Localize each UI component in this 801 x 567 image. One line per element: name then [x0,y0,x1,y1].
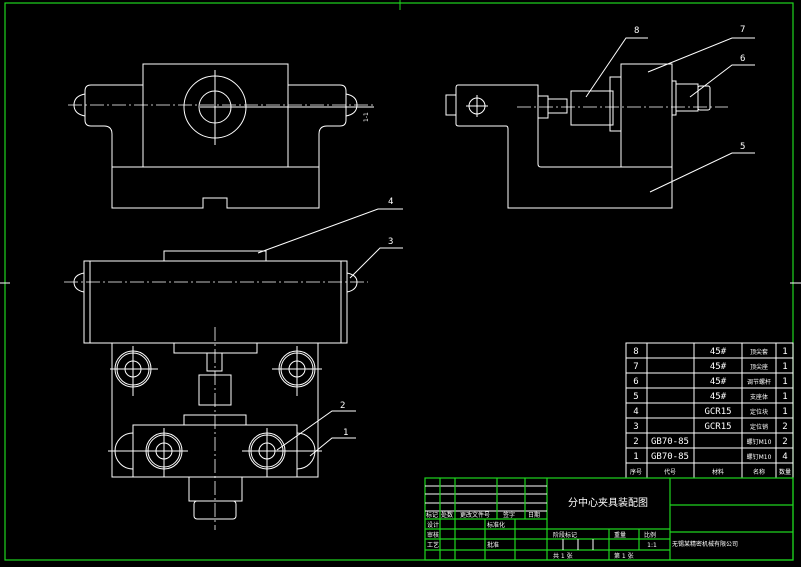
drawing-title: 分中心夹具装配图 [568,496,648,509]
label-check: 审核 [427,531,439,539]
label-sheet: 第 1 张 [614,552,634,560]
label-mark: 标记 [426,511,438,519]
parts-cell-material: GCR15 [704,422,731,432]
parts-cell-material: 45# [710,377,727,387]
balloon-5: 5 [740,142,745,152]
parts-header: 材料 [712,468,724,476]
parts-cell-no: 4 [633,407,638,417]
balloon-4: 4 [388,197,393,207]
balloon-8: 8 [634,26,639,36]
parts-cell-name: 定位块 [750,408,768,416]
parts-cell-code: GB70-85 [651,437,689,447]
balloon-3: 3 [388,237,393,247]
parts-header: 数量 [779,468,791,476]
label-stage: 阶段标记 [553,531,577,539]
balloon-1: 1 [343,428,348,438]
parts-cell-code: GB70-85 [651,452,689,462]
parts-cell-name: 螺钉M10 [747,453,772,461]
label-weight: 重量 [614,531,626,539]
balloon-7: 7 [740,25,745,35]
parts-cell-name: 顶尖套 [750,348,768,356]
parts-cell-qty: 2 [782,422,787,432]
parts-cell-no: 1 [633,452,638,462]
parts-header: 名称 [753,468,765,476]
balloon-2: 2 [340,401,345,411]
parts-cell-no: 7 [633,362,638,372]
parts-cell-name: 调节螺杆 [747,378,771,386]
parts-cell-qty: 2 [782,437,787,447]
label-doc-no: 更改文件号 [460,511,490,519]
parts-cell-qty: 1 [782,347,787,357]
parts-cell-qty: 1 [782,407,787,417]
bolt-holes [108,346,322,477]
label-count: 处数 [441,511,453,519]
parts-cell-name: 顶尖座 [750,363,768,371]
leaders: 1 2 3 4 5 6 7 8 [257,25,755,457]
parts-cell-no: 6 [633,377,638,387]
front-view: 1-1 [68,63,374,209]
parts-cell-no: 5 [633,392,638,402]
parts-cell-material: 45# [710,347,727,357]
parts-cell-material: GCR15 [704,407,731,417]
top-view [64,250,368,530]
parts-header: 序号 [630,468,642,476]
parts-cell-qty: 4 [782,452,787,462]
title-block [424,477,794,561]
label-std: 标准化 [487,521,505,529]
parts-cell-no: 8 [633,347,638,357]
parts-cell-no: 3 [633,422,638,432]
company-name: 无锡某精密机械有限公司 [672,540,738,548]
label-sheets: 共 1 张 [553,552,573,560]
balloon-6: 6 [740,54,745,64]
parts-cell-material: 45# [710,392,727,402]
label-sign: 签字 [503,511,515,519]
label-date: 日期 [528,511,540,519]
parts-cell-name: 支座体 [750,393,768,401]
parts-cell-material: 45# [710,362,727,372]
label-ratio: 比例 [644,531,656,539]
parts-cell-qty: 1 [782,362,787,372]
parts-cell-qty: 1 [782,392,787,402]
parts-cell-name: 定位销 [750,423,768,431]
label-process: 工艺 [427,541,439,549]
scale-value: 1:1 [647,542,657,549]
label-design: 设计 [427,521,439,529]
label-approve: 批准 [487,541,499,549]
side-view [445,63,728,209]
parts-table [625,342,794,479]
parts-header: 代号 [664,468,676,476]
parts-cell-name: 螺钉M10 [747,438,772,446]
parts-cell-no: 2 [633,437,638,447]
parts-cell-qty: 1 [782,377,787,387]
outer-frame [4,2,794,561]
section-mark: 1-1 [363,112,370,122]
